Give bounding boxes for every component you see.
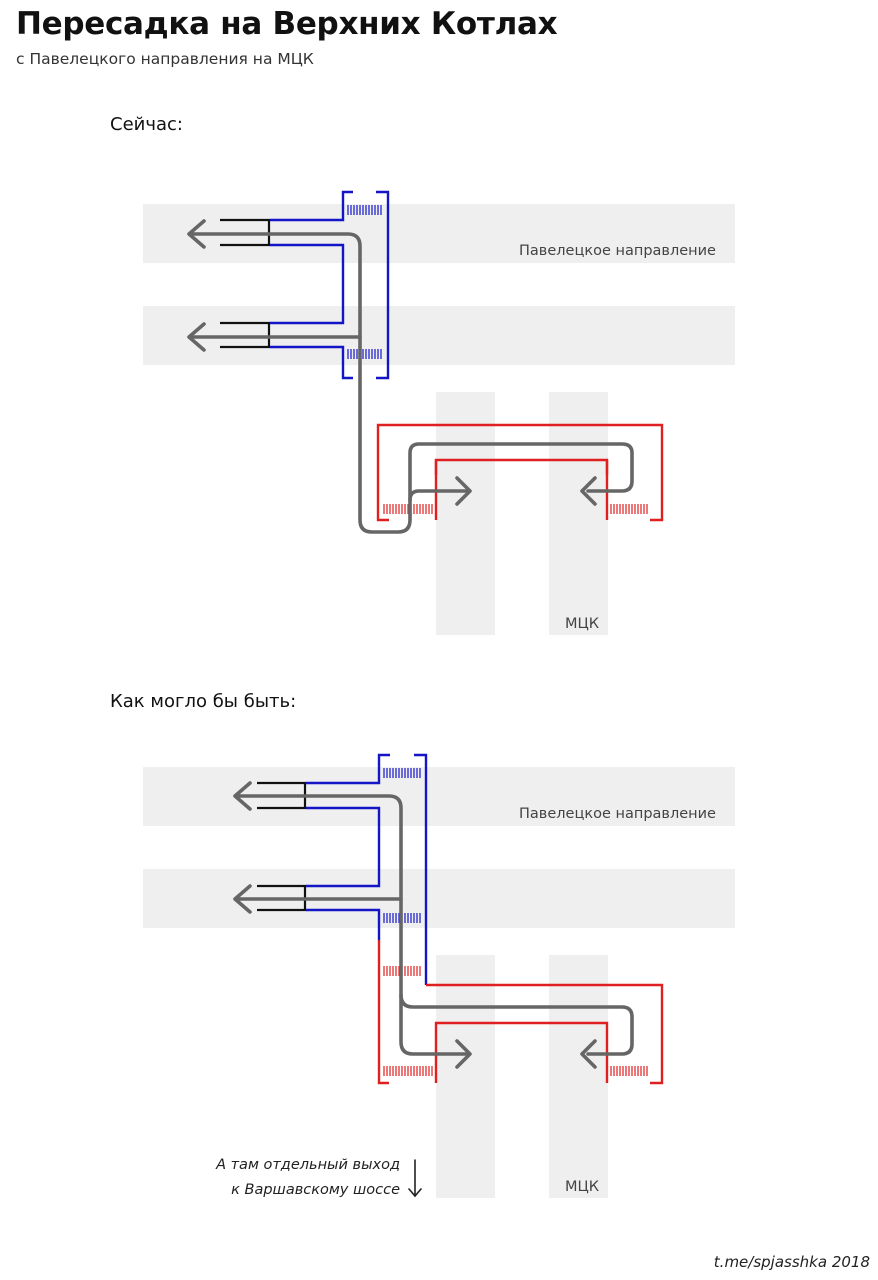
route-arrows bbox=[233, 781, 597, 1069]
passage-outline-1 bbox=[270, 190, 353, 222]
diagram-current bbox=[143, 190, 735, 635]
transfer-routes bbox=[234, 794, 634, 1056]
paveletsky-passage bbox=[306, 753, 428, 985]
passage-outline-3 bbox=[270, 243, 345, 325]
section-heading-proposed: Как могло бы быть: bbox=[110, 691, 297, 712]
mck-track-band-1 bbox=[436, 392, 495, 635]
mck-line-label: МЦК bbox=[565, 1179, 600, 1195]
section-heading-current: Сейчас: bbox=[110, 114, 183, 135]
paveletsky-line-label: Павелецкое направление bbox=[519, 243, 716, 259]
arrow-left-upper bbox=[187, 219, 206, 249]
mck-turnstiles bbox=[383, 966, 648, 1076]
arrow-right-mck bbox=[455, 476, 472, 506]
mck-outline-outer bbox=[376, 423, 664, 522]
exit-note-line-1: А там отдельный выход bbox=[216, 1157, 400, 1173]
paveletsky-turnstiles bbox=[383, 768, 421, 923]
mck-track-band-2 bbox=[549, 955, 608, 1198]
route-mck-loop bbox=[408, 442, 634, 502]
paveletsky-passage bbox=[270, 190, 390, 380]
page-title: Пересадка на Верхних Котлах bbox=[16, 6, 558, 42]
passage-outline-2 bbox=[376, 190, 390, 380]
mck-passage bbox=[377, 940, 664, 1085]
platform-end-lower bbox=[220, 321, 271, 349]
route-proposed bbox=[234, 794, 470, 1056]
arrow-left-mck bbox=[580, 476, 597, 506]
exit-arrow-icon bbox=[408, 1159, 422, 1198]
paveletsky-track-band-2 bbox=[143, 869, 735, 928]
passage-outline-4 bbox=[270, 345, 353, 380]
mck-track-band-2 bbox=[549, 392, 608, 635]
transfer-routes bbox=[188, 232, 634, 534]
credit: t.me/spjasshka 2018 bbox=[713, 1253, 870, 1271]
mck-line-label: МЦК bbox=[565, 616, 600, 632]
route-current bbox=[188, 232, 470, 534]
diagram-proposed bbox=[143, 753, 735, 1198]
arrow-left-lower bbox=[187, 322, 206, 352]
page-subtitle: с Павелецкого направления на МЦК bbox=[16, 50, 314, 68]
mck-track-band-1 bbox=[436, 955, 495, 1198]
route-mck-loop bbox=[399, 993, 634, 1056]
exit-note-line-2: к Варшавскому шоссе bbox=[231, 1182, 400, 1198]
paveletsky-line-label: Павелецкое направление bbox=[519, 806, 716, 822]
route-arrows bbox=[187, 219, 597, 506]
